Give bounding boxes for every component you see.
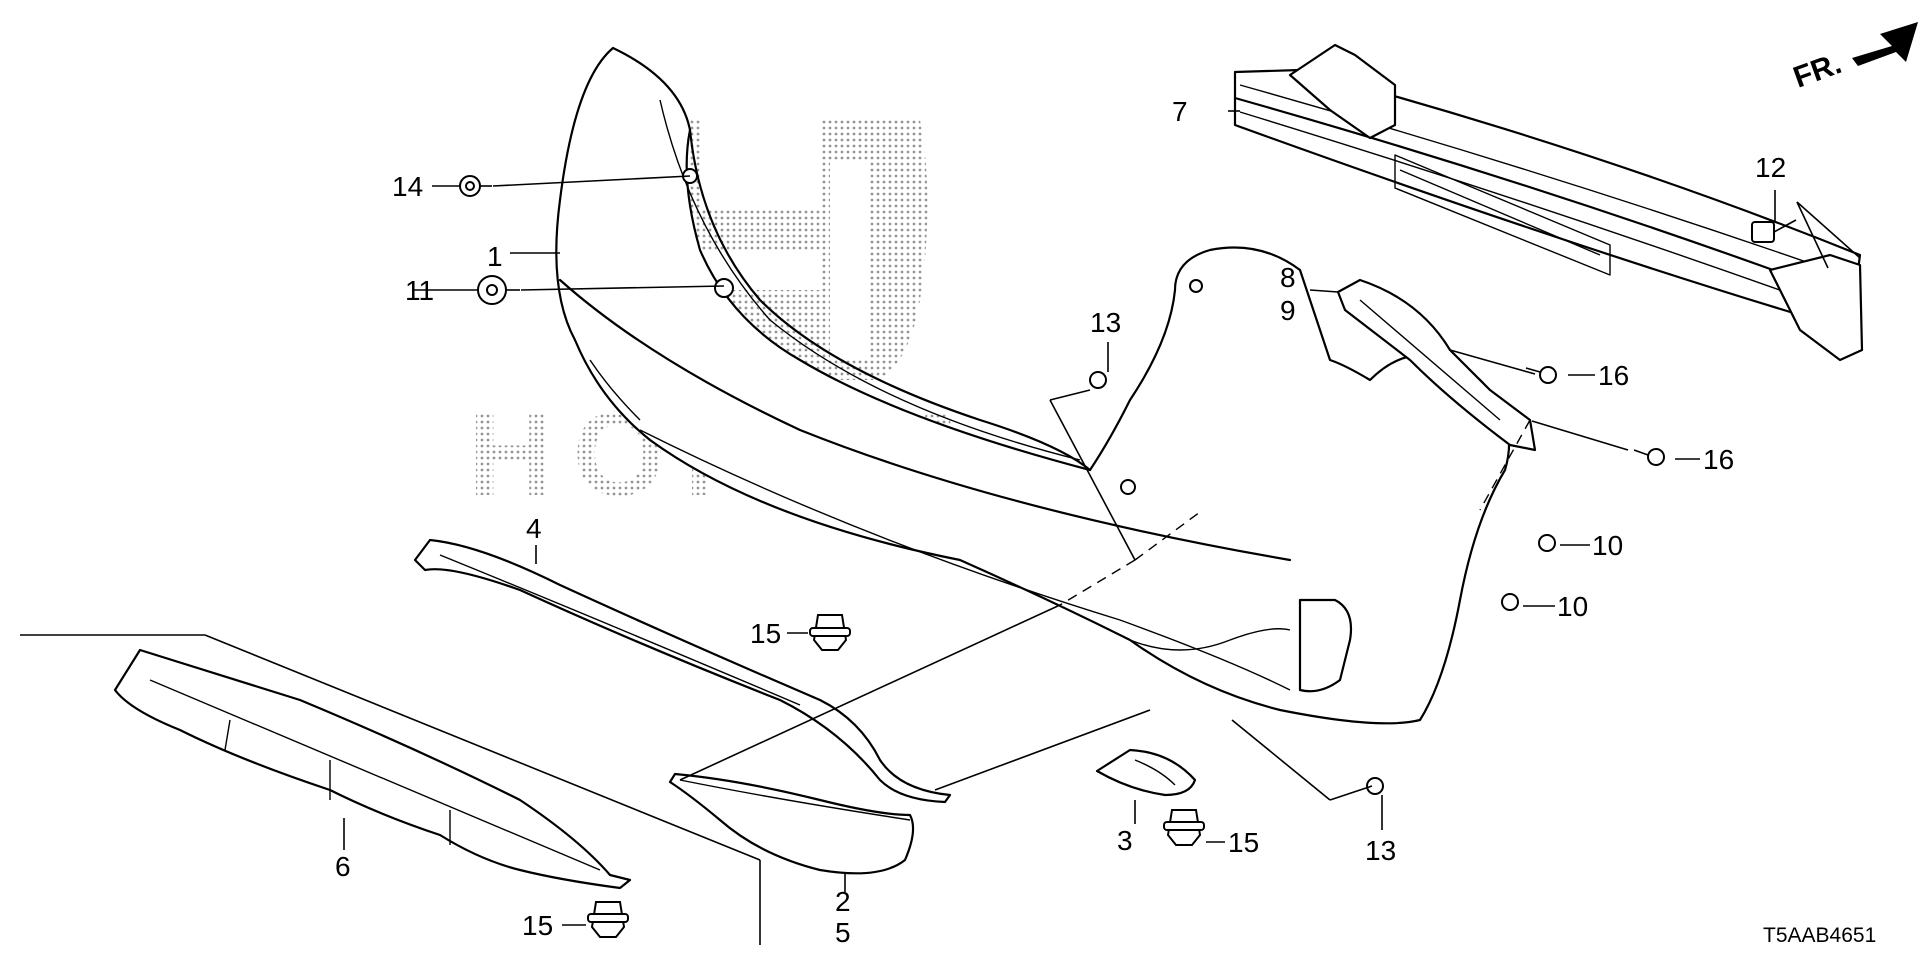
part-7-bumper-beam [1233, 43, 1864, 362]
callout-15a: 15 [750, 618, 781, 649]
part-4-lower-molding [413, 538, 952, 804]
part-8-9-spacer [1336, 278, 1537, 452]
callout-12: 12 [1755, 152, 1786, 183]
callout-1: 1 [487, 241, 503, 272]
fasteners [459, 175, 1797, 938]
callout-3: 3 [1117, 825, 1133, 856]
callout-6: 6 [335, 851, 351, 882]
leader-lines [20, 110, 1861, 945]
callout-16b: 16 [1703, 444, 1734, 475]
callout-labels: 1 2 3 4 5 6 7 8 9 10 10 11 12 13 13 14 1… [335, 96, 1786, 948]
callout-15c: 15 [522, 910, 553, 941]
part-6-diffuser [113, 648, 632, 890]
diagram-code: T5AAB4651 [1763, 924, 1876, 947]
callout-13a: 13 [1090, 307, 1121, 338]
front-label: FR. [1789, 47, 1846, 95]
front-arrow-icon [1852, 22, 1918, 66]
callout-9: 9 [1280, 295, 1296, 326]
callout-2: 2 [835, 886, 851, 917]
callout-14: 14 [392, 171, 423, 202]
callout-15b: 15 [1228, 827, 1259, 858]
callout-13b: 13 [1365, 835, 1396, 866]
callout-5: 5 [835, 917, 851, 948]
part-2-5-garnish [668, 772, 915, 875]
front-direction-indicator: FR. [1789, 22, 1918, 95]
callout-11: 11 [405, 275, 434, 306]
part-3-cover [1095, 748, 1197, 797]
callout-16a: 16 [1598, 360, 1629, 391]
callout-4: 4 [526, 513, 542, 544]
callout-7: 7 [1172, 96, 1188, 127]
callout-8: 8 [1280, 262, 1296, 293]
callout-10a: 10 [1592, 530, 1623, 561]
callout-10b: 10 [1557, 591, 1588, 622]
